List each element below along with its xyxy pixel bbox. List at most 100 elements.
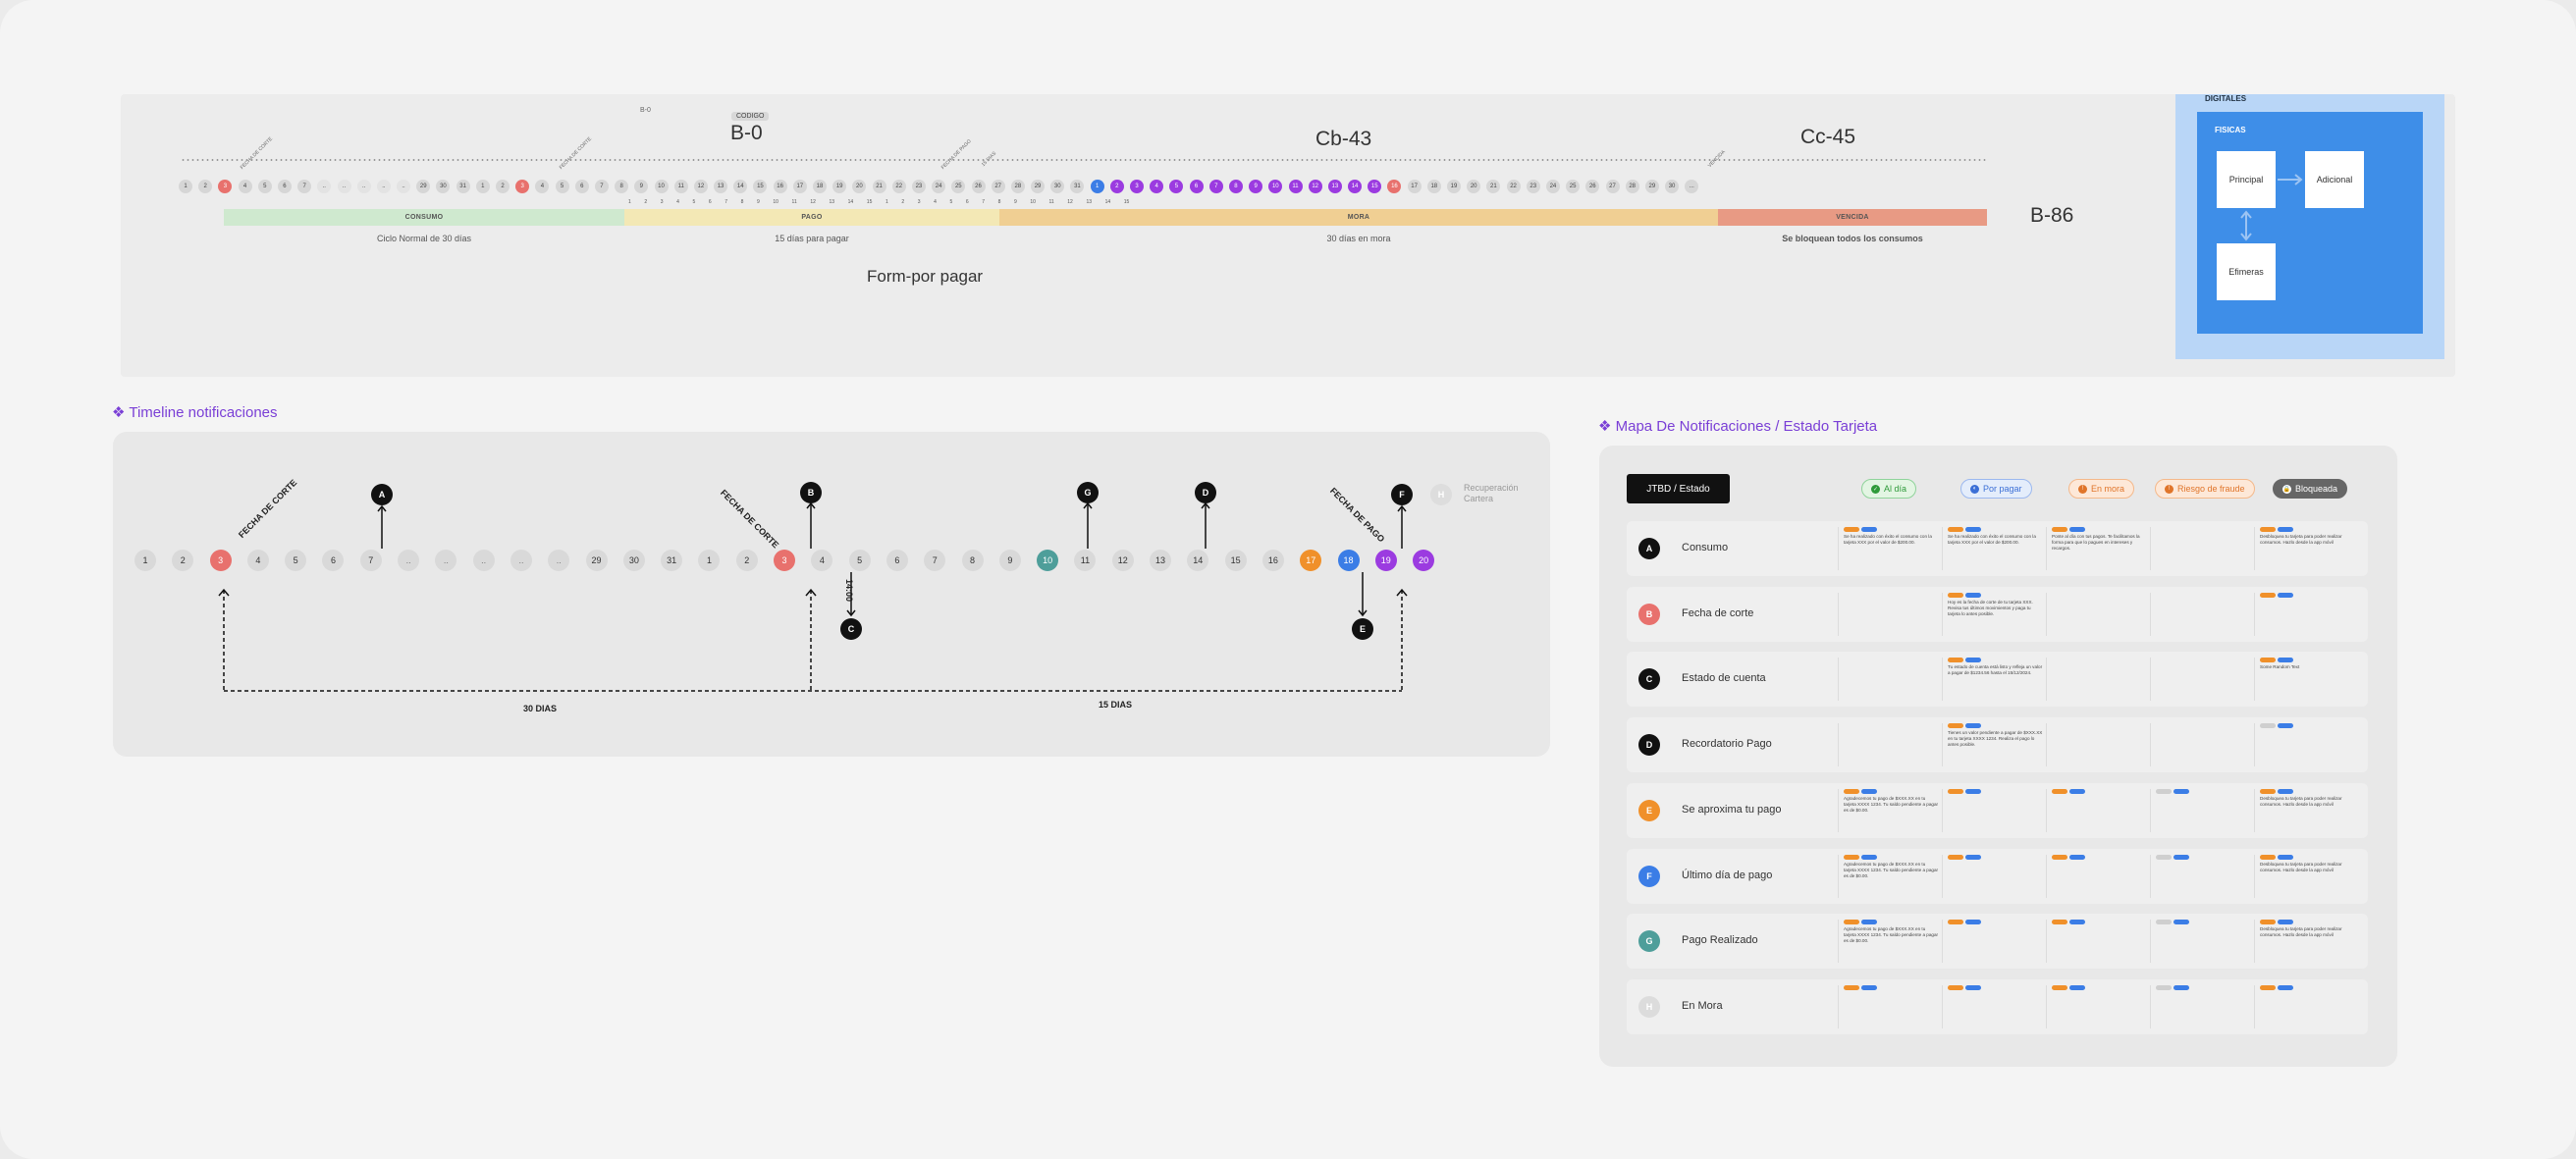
channel-pill (2069, 854, 2085, 860)
marker-e[interactable]: E (1352, 618, 1373, 640)
card-efimeras[interactable]: Efimeras (2217, 243, 2276, 300)
top-day: 19 (1447, 180, 1461, 193)
map-cell[interactable] (2254, 723, 2355, 767)
top-day: 15 (1368, 180, 1382, 193)
map-cell[interactable] (2254, 592, 2355, 636)
map-cell[interactable] (1838, 658, 1939, 702)
map-cell[interactable] (2150, 854, 2251, 898)
channel-pill (1948, 854, 1963, 860)
map-cell[interactable]: Tienes un valor pendiente a pagar de $XX… (1942, 723, 2043, 767)
map-cell[interactable] (1942, 788, 2043, 832)
top-number: 4 (676, 199, 679, 205)
timeline-day: 3 (774, 550, 796, 571)
state-bloqueada[interactable]: 🔒Bloqueada (2273, 479, 2348, 499)
map-cell[interactable] (1942, 984, 2043, 1028)
map-cell[interactable] (2254, 984, 2355, 1028)
state-en-mora[interactable]: !En mora (2068, 479, 2135, 499)
top-day: 7 (594, 180, 609, 193)
top-day: 25 (1566, 180, 1581, 193)
digitales-panel: DIGITALES FISICAS Principal Adicional Ef… (2175, 94, 2444, 359)
map-cell[interactable]: Desbloquea tu tarjeta para poder realiza… (2254, 854, 2355, 898)
marker-f[interactable]: F (1391, 484, 1413, 505)
label-15-dias: 15 DIAS (1099, 700, 1133, 710)
map-cell[interactable] (1838, 592, 1939, 636)
timeline-day: 2 (172, 550, 194, 571)
map-cell[interactable] (2046, 984, 2147, 1028)
channel-pill (2174, 984, 2189, 990)
card-principal[interactable]: Principal (2217, 151, 2276, 208)
top-day: 29 (416, 180, 431, 193)
cell-message: Desbloquea tu tarjeta para poder realiza… (2260, 534, 2342, 545)
top-day: 17 (1407, 180, 1422, 193)
map-cell[interactable] (1838, 984, 1939, 1028)
map-cell[interactable]: Agradecemos tu pago de $XXX.XX en tu tar… (1838, 920, 1939, 964)
map-cell[interactable] (2150, 723, 2251, 767)
map-cell[interactable]: Agradecemos tu pago de $XXX.XX en tu tar… (1838, 788, 1939, 832)
map-cell[interactable] (2046, 920, 2147, 964)
jtbd-header[interactable]: JTBD / Estado (1627, 474, 1730, 503)
map-cell[interactable] (2046, 723, 2147, 767)
map-cell[interactable] (2150, 527, 2251, 570)
top-number: 3 (917, 199, 921, 205)
cell-message: Desbloquea tu tarjeta para poder realiza… (2260, 926, 2342, 938)
channel-pill (2069, 527, 2085, 532)
map-cell[interactable] (1942, 920, 2043, 964)
channel-pill (1965, 723, 1981, 729)
top-day: 17 (792, 180, 807, 193)
map-cell[interactable] (2150, 658, 2251, 702)
channel-pill (2278, 788, 2293, 794)
map-cell[interactable] (2046, 788, 2147, 832)
marker-c[interactable]: C (840, 618, 862, 640)
channel-pill (2052, 527, 2067, 532)
map-cell[interactable]: Tu estado de cuenta está listo y refleja… (1942, 658, 2043, 702)
map-cell[interactable]: Ponte al día con tus pagos. Te facilitam… (2046, 527, 2147, 570)
map-cell[interactable]: Se ha realizado con éxito el consumo con… (1942, 527, 2043, 570)
map-cell[interactable] (2046, 854, 2147, 898)
state-riesgo-de-fraude[interactable]: !Riesgo de fraude (2155, 479, 2255, 499)
state-al-d-a[interactable]: ✓Al día (1861, 479, 1917, 499)
map-cell[interactable] (2150, 592, 2251, 636)
map-cell[interactable]: Some Random Text (2254, 658, 2355, 702)
card-adicional[interactable]: Adicional (2305, 151, 2364, 208)
map-cell[interactable] (2150, 984, 2251, 1028)
map-cell[interactable] (2150, 920, 2251, 964)
map-cell[interactable]: Desbloquea tu tarjeta para poder realiza… (2254, 788, 2355, 832)
marker-h[interactable]: H (1430, 484, 1452, 505)
top-day: 2 (198, 180, 213, 193)
recuperacion-cartera: Recuperación Cartera (1464, 483, 1519, 504)
cell-message: Hoy es la fecha de corte de tu tarjeta X… (1948, 599, 2033, 616)
top-number: 6 (965, 199, 969, 205)
marker-d[interactable]: D (1195, 482, 1216, 503)
marker-b[interactable]: B (800, 482, 822, 503)
map-cell[interactable] (2046, 658, 2147, 702)
top-number: 15 (866, 199, 873, 205)
timeline-day: 6 (886, 550, 908, 571)
map-cell[interactable]: Desbloquea tu tarjeta para poder realiza… (2254, 920, 2355, 964)
map-cell[interactable] (1838, 723, 1939, 767)
map-cell[interactable] (1942, 854, 2043, 898)
marker-g[interactable]: G (1077, 482, 1099, 503)
top-day: 4 (535, 180, 550, 193)
map-cell[interactable]: Desbloquea tu tarjeta para poder realiza… (2254, 527, 2355, 570)
state-por-pagar[interactable]: ◐Por pagar (1960, 479, 2032, 499)
channel-pill (1948, 592, 1963, 598)
channel-pills (2052, 854, 2147, 860)
map-cell[interactable]: Hoy es la fecha de corte de tu tarjeta X… (1942, 592, 2043, 636)
timeline-day: 5 (848, 550, 871, 571)
map-cell[interactable] (2150, 788, 2251, 832)
timeline-day: 30 (622, 550, 645, 571)
marker-a[interactable]: A (371, 484, 393, 505)
map-cell[interactable]: Se ha realizado con éxito el consumo con… (1838, 527, 1939, 570)
row-label: Fecha de corte (1682, 606, 1754, 619)
map-cell[interactable]: Agradecemos tu pago de $XXX.XX en tu tar… (1838, 854, 1939, 898)
map-cell[interactable] (2046, 592, 2147, 636)
